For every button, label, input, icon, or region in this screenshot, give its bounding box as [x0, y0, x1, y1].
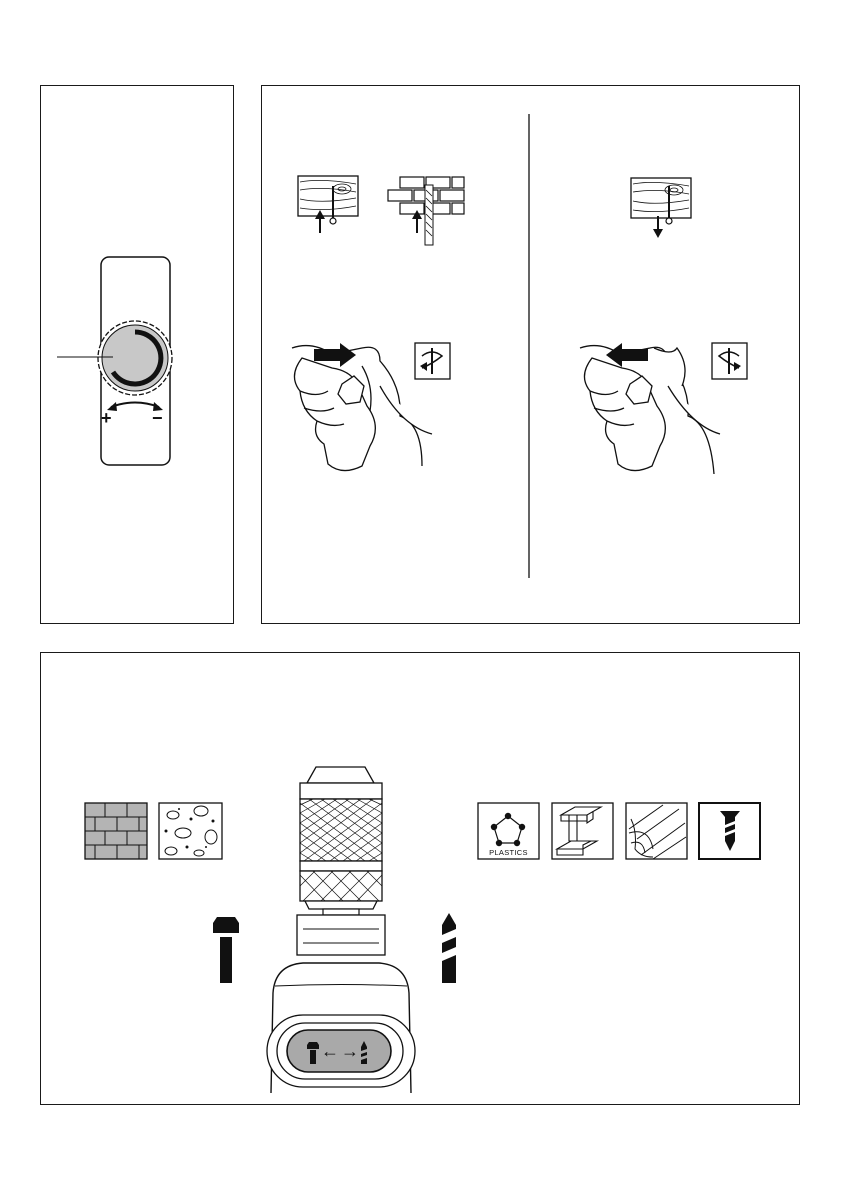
reverse-switch-hand-illustration: [580, 346, 720, 474]
concrete-icon: [159, 803, 222, 859]
speed-dial-illustration: [41, 86, 235, 625]
rotation-direction-illustration: [262, 86, 801, 625]
rotation-direction-panel: [261, 85, 800, 624]
wood-screw-out-icon: [631, 178, 691, 238]
screw-icon: [699, 803, 760, 859]
wood-screw-icon: [298, 176, 358, 233]
mode-switch-left-arrow: ←: [321, 1041, 339, 1062]
plastics-label: PLASTICS: [478, 848, 539, 857]
steel-beam-icon: [552, 803, 613, 859]
speed-minus-label: −: [152, 408, 163, 429]
drill-mode-icon: [442, 913, 456, 983]
hammer-drill-mode-icon: [213, 917, 239, 983]
mode-switch-right-arrow: →: [341, 1041, 359, 1062]
drill-mode-illustration: [41, 653, 801, 1106]
speed-setting-panel: + −: [40, 85, 234, 624]
keyless-chuck-illustration: [297, 767, 385, 955]
forward-switch-hand-illustration: [292, 346, 432, 471]
drill-mode-panel: PLASTICS ← →: [40, 652, 800, 1105]
mode-selector-switch[interactable]: [287, 1030, 391, 1072]
drill-body-illustration: [267, 963, 415, 1093]
rotate-clockwise-icon: [415, 343, 450, 379]
speed-dial-wheel[interactable]: [98, 321, 172, 395]
brick-icon: [85, 803, 147, 859]
wood-icon: [626, 803, 687, 859]
speed-plus-label: +: [101, 408, 112, 429]
rotate-counterclockwise-icon: [712, 343, 747, 379]
brick-drill-icon: [388, 177, 464, 245]
